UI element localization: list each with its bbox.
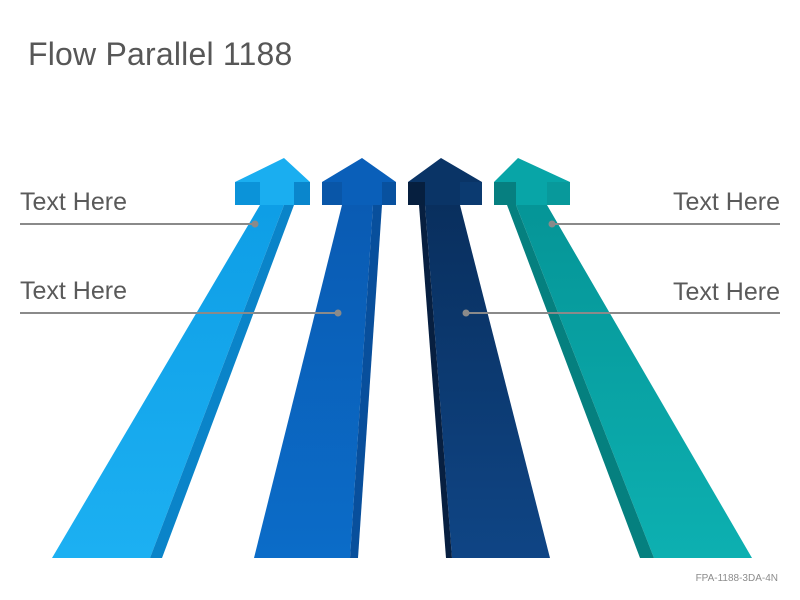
connector-3 xyxy=(548,220,780,228)
label-left-bottom: Text Here xyxy=(20,277,127,305)
arrow-3 xyxy=(408,158,550,558)
arrow-4 xyxy=(494,158,752,558)
label-right-bottom: Text Here xyxy=(673,278,780,306)
connector-2 xyxy=(20,309,342,317)
arrow-1 xyxy=(52,158,310,558)
label-left-top: Text Here xyxy=(20,188,127,216)
arrow-2 xyxy=(254,158,396,558)
connector-4 xyxy=(462,309,780,317)
label-right-top: Text Here xyxy=(673,188,780,216)
footer-code: FPA-1188-3DA-4N xyxy=(695,573,778,584)
page-title: Flow Parallel 1188 xyxy=(28,36,293,72)
connector-1 xyxy=(20,220,259,228)
